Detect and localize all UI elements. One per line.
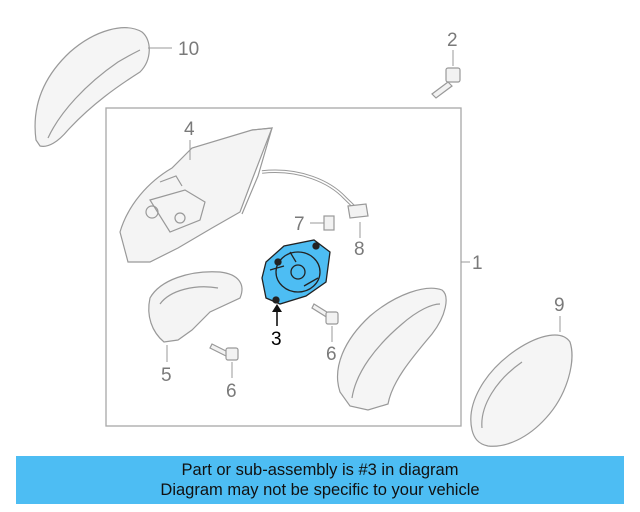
banner-line-part: Part or sub-assembly is #3 in diagram [181,461,459,479]
part-7-connector [323,215,335,231]
part-9-mirror-glass [470,334,573,447]
callout-8: 8 [354,239,365,260]
part-2-screw [431,67,461,99]
callout-5: 5 [161,365,172,386]
part-5-bracket [148,271,243,343]
callout-9: 9 [554,295,565,316]
banner-line-disclaimer: Diagram may not be specific to your vehi… [160,481,480,499]
callout-3: 3 [271,329,282,350]
leader-3 [272,304,282,326]
callout-6-right: 6 [326,344,337,365]
callout-2: 2 [447,30,458,51]
part-8-connector [347,203,369,219]
callout-7: 7 [294,214,305,235]
part-6-screw-left [209,343,239,361]
callout-6-left: 6 [226,381,237,402]
part-10-cover-cap [34,27,150,147]
callout-10: 10 [178,39,200,60]
callout-1: 1 [472,253,483,274]
info-banner: Part or sub-assembly is #3 in diagram Di… [16,456,624,504]
part-6-screw-right [311,303,339,325]
assembly-frame [105,107,462,427]
part-3-actuator [261,239,331,305]
callout-4: 4 [184,119,195,140]
part-4-mirror-base [119,127,273,263]
part-1-outer-cover [336,287,447,411]
